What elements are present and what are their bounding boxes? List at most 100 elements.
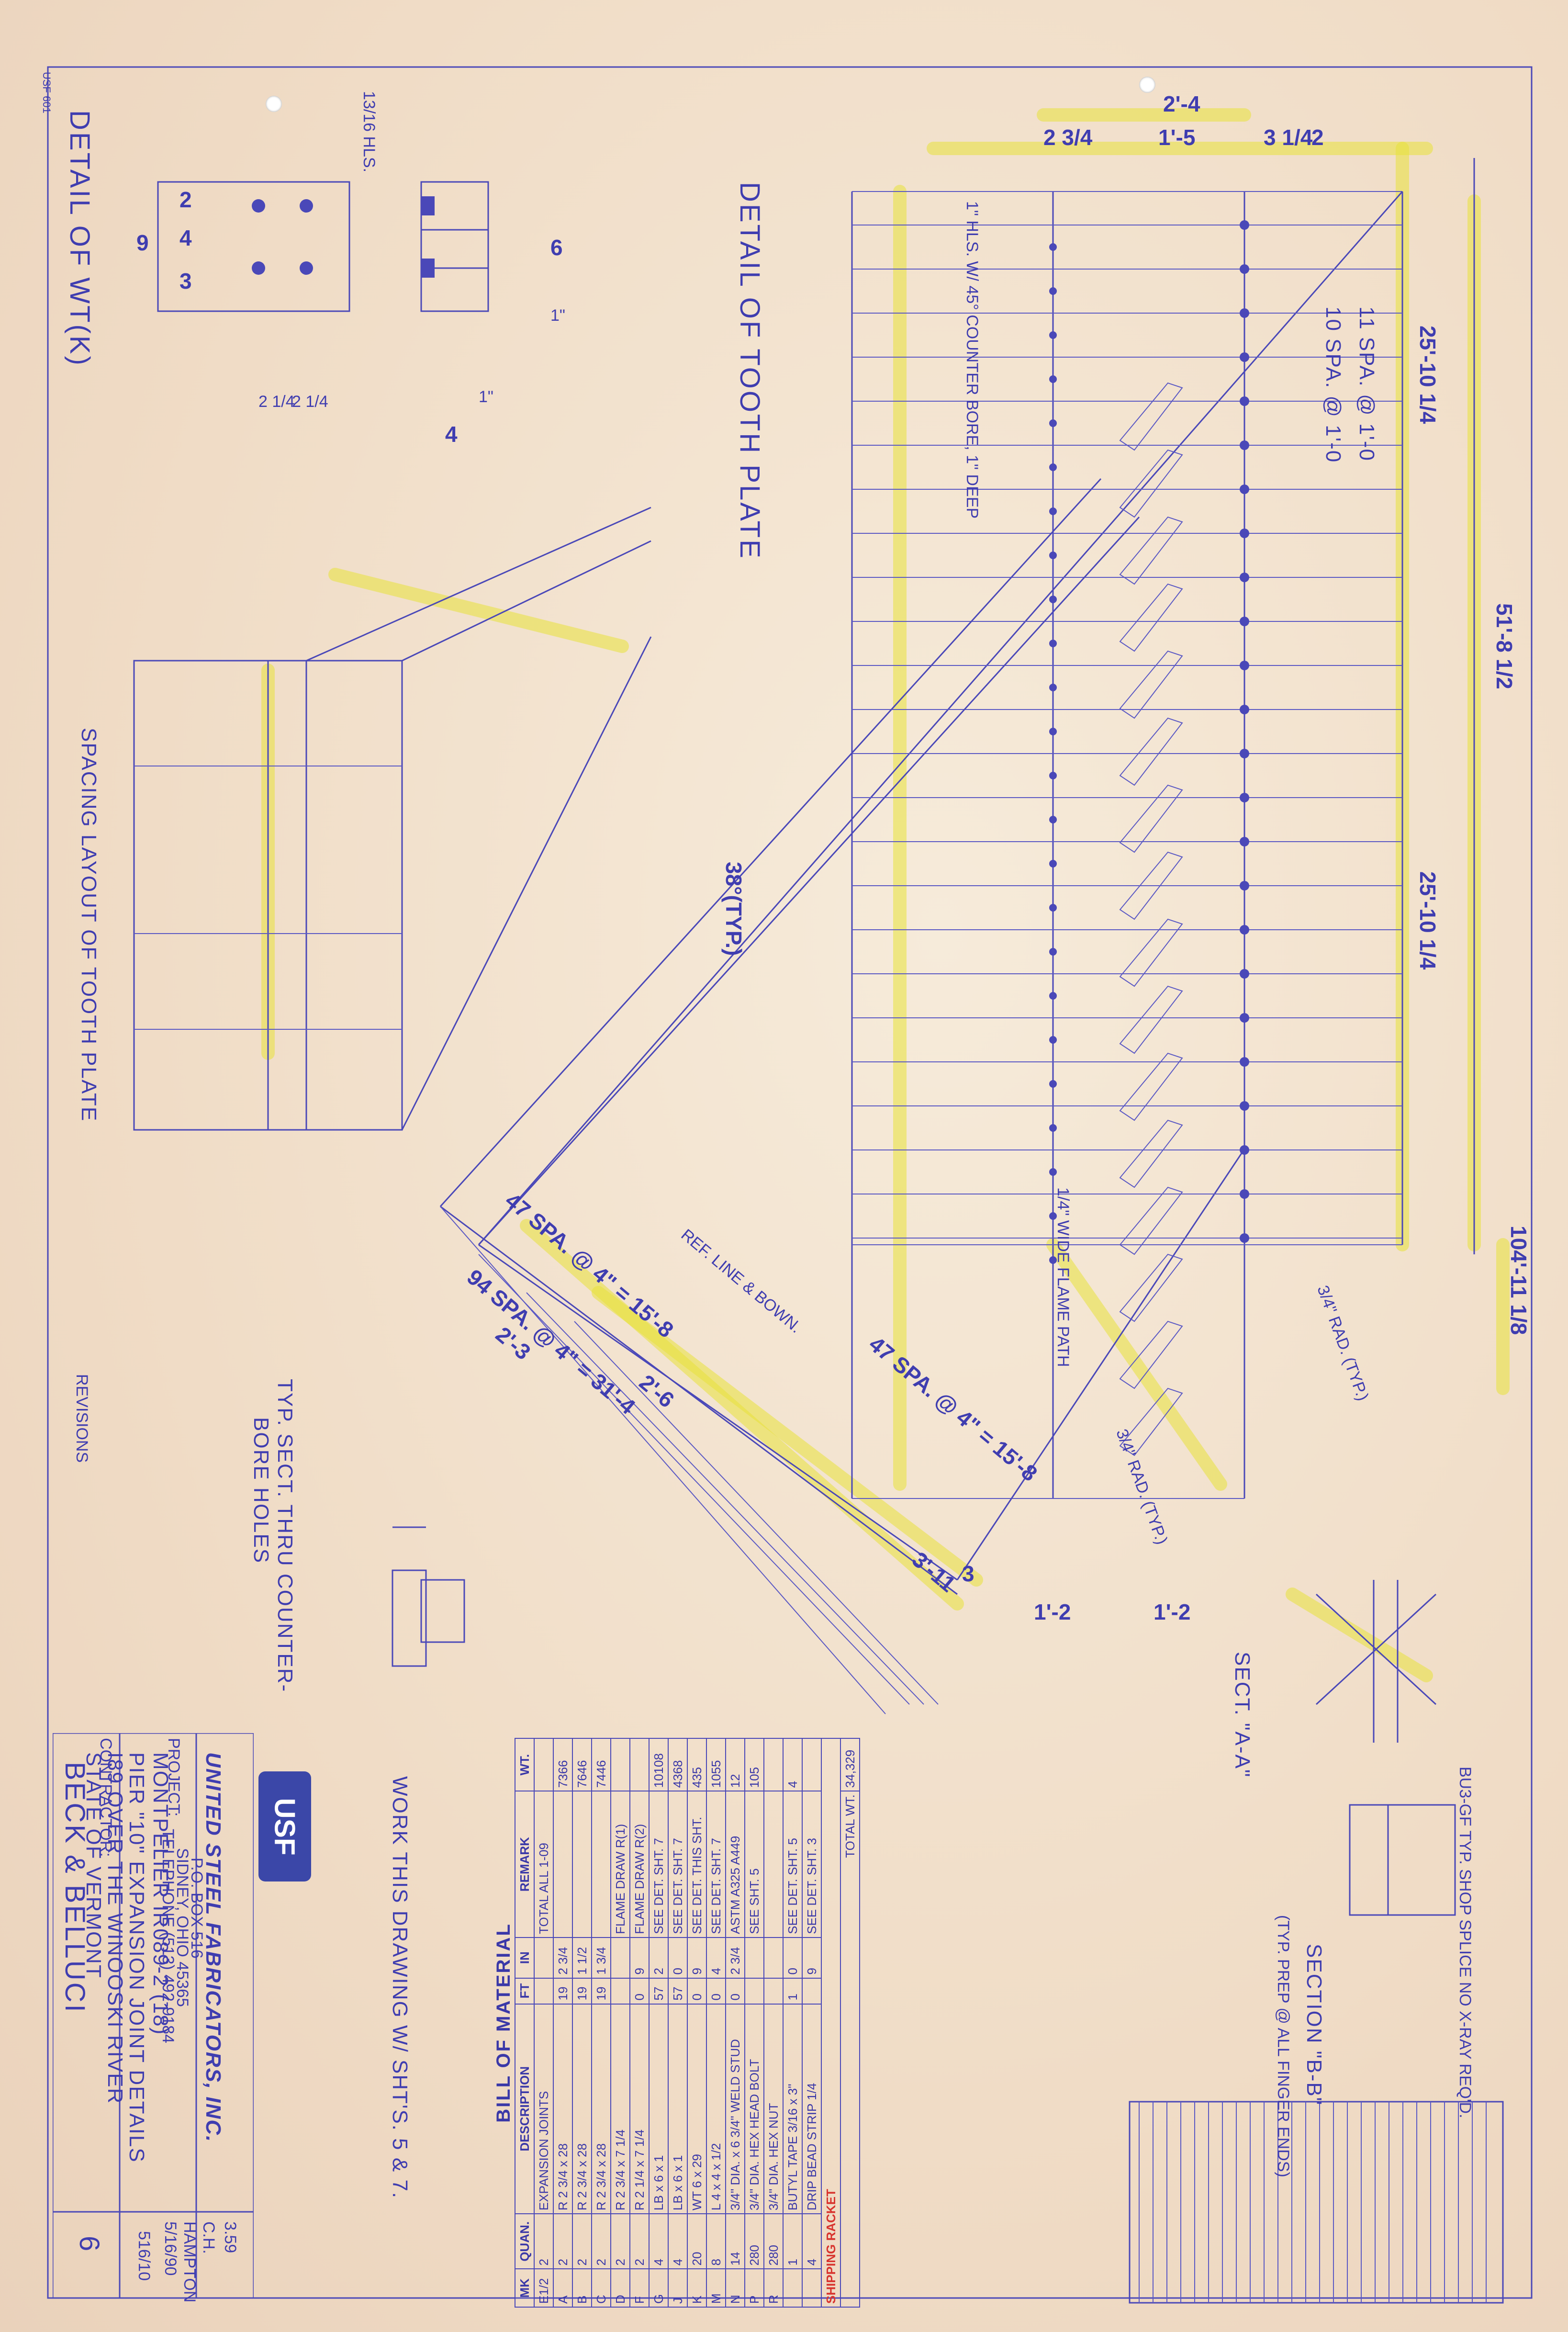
sheet-label: USF 601 [41,72,53,113]
wt-dim-6: 1" [550,306,565,325]
finger-slot [1119,650,1183,719]
bom-cell: P [745,2269,764,2307]
bom-cell: 9 [687,1937,706,1978]
bom-cell [592,1791,611,1938]
bom-cell: 1 [783,2214,802,2269]
bom-cell: R 2 1/4 x 7 1/4 [630,2004,649,2214]
sheet-border [47,66,1533,2299]
bolt-hole [1240,1189,1249,1199]
bom-cell [764,1937,783,1978]
bom-cell: 8 [706,2214,726,2269]
bom-cell: SEE DET. SHT. 7 [649,1791,668,1938]
bom-cell: K [687,2269,706,2307]
dim-bottom-b: 1'-2 [1034,1600,1071,1624]
finger-slot [1119,1387,1183,1456]
bom-cell: F [630,2269,649,2307]
bom-cell: 2 [534,2214,553,2269]
wt-dim-10: 1" [479,388,493,406]
bolt-hole [1240,573,1249,582]
wt-dim-9: 2 1/4 [292,393,328,411]
bom-cell: 0 [706,1978,726,2004]
bom-cell: 7366 [553,1738,572,1791]
bolt-hole [1240,617,1249,626]
bom-cell: 1 3/4 [592,1937,611,1978]
bolt-hole [1049,684,1057,691]
dim-top-c: 3 1/4 [1264,125,1313,150]
bom-cell [764,1791,783,1938]
bom-cell: 280 [745,2214,764,2269]
bolt-hole [1049,287,1057,295]
bom-cell: 2 [611,2214,630,2269]
bom-total: 34,329 [840,1738,860,1791]
bom-cell [611,1937,630,1978]
wt-dim-2: 4 [179,225,192,250]
checked-by: HAMPTON [180,2221,199,2303]
spacing-layout [133,507,652,1131]
dim-bottom-d: 3 [962,1561,974,1586]
bom-table: MK QUAN. DESCRIPTION FT IN REMARK WT. E1… [515,1738,860,2308]
bom-cell: LB x 6 x 1 [649,2004,668,2214]
bom-cell: 2 3/4 [553,1937,572,1978]
highlights [261,108,1510,1682]
contractor-label: CONTRACTOR: [97,1738,115,1857]
bolt-hole [1240,352,1249,362]
wt-dim-1: 2 [179,187,192,212]
bom-cell: BUTYL TAPE 3/16 x 3" [783,2004,802,2214]
bom-cell [611,1738,630,1791]
bom-cell: 7446 [592,1738,611,1791]
finger-slot [1119,851,1183,920]
wt-dim-3: 3 [179,269,192,293]
bom-cell: 2 [572,2214,592,2269]
detail-wt-title: DETAIL OF WT(K) [64,110,95,367]
detail-wt [157,181,489,312]
spacing-layout-title: SPACING LAYOUT OF TOOTH PLATE [77,728,101,1122]
bom-cell: TOTAL ALL 1-09 [534,1791,553,1938]
bolt-hole [1240,264,1249,274]
job-number: 3.59 [221,2221,239,2253]
bolt-hole [1240,529,1249,538]
bom-cell [783,2269,802,2307]
bom-cell: E1/2 [534,2269,553,2307]
bolt-hole [1240,308,1249,318]
bom-cell: 3/4" DIA. x 6 3/4" WELD STUD [726,2004,745,2214]
bolt-hole [1049,419,1057,427]
bom-total-label: TOTAL WT. [840,1791,860,2307]
bolt-hole [1240,749,1249,758]
typ-sect-title-2: BORE HOLES [249,1417,273,1564]
wt-dim-5: 6 [550,235,563,260]
bom-cell: 4368 [668,1738,687,1791]
finger-slot [1119,1119,1183,1188]
bolt-hole [1049,904,1057,912]
finger-slot [1119,382,1183,451]
bolt-hole [1049,463,1057,471]
bolt-hole [1240,1145,1249,1155]
bolt-hole [1049,1080,1057,1088]
bolt-hole [1049,772,1057,779]
bolt-hole [1240,1057,1249,1067]
bom-cell: SEE SHT. 5 [745,1791,764,1938]
section-bb-note: (TYP. PREP @ ALL FINGER ENDS) [1274,1915,1292,2177]
diagonal-plate [439,478,1140,1714]
dim-long-total: 51'-8 1/2 [1492,603,1517,689]
bom-cell [764,1978,783,2004]
bom-cell: R 2 3/4 x 7 1/4 [611,2004,630,2214]
bom-cell: B [572,2269,592,2307]
bom-cell: 19 [553,1978,572,2004]
bom-cell: 57 [668,1978,687,2004]
bolt-hole [1049,640,1057,647]
section-aa-title: SECT. "A-A" [1231,1652,1254,1778]
bom-cell: 3/4" DIA. HEX HEAD BOLT [745,2004,764,2214]
bom-cell: 4 [649,2214,668,2269]
bom-cell: 1055 [706,1738,726,1791]
bom-cell: 435 [687,1738,706,1791]
bom-col-quan: QUAN. [515,2214,534,2269]
bill-of-material: BILL OF MATERIAL MK QUAN. DESCRIPTION FT… [493,1738,1130,2308]
bom-cell: G [649,2269,668,2307]
bolt-hole [1049,596,1057,603]
